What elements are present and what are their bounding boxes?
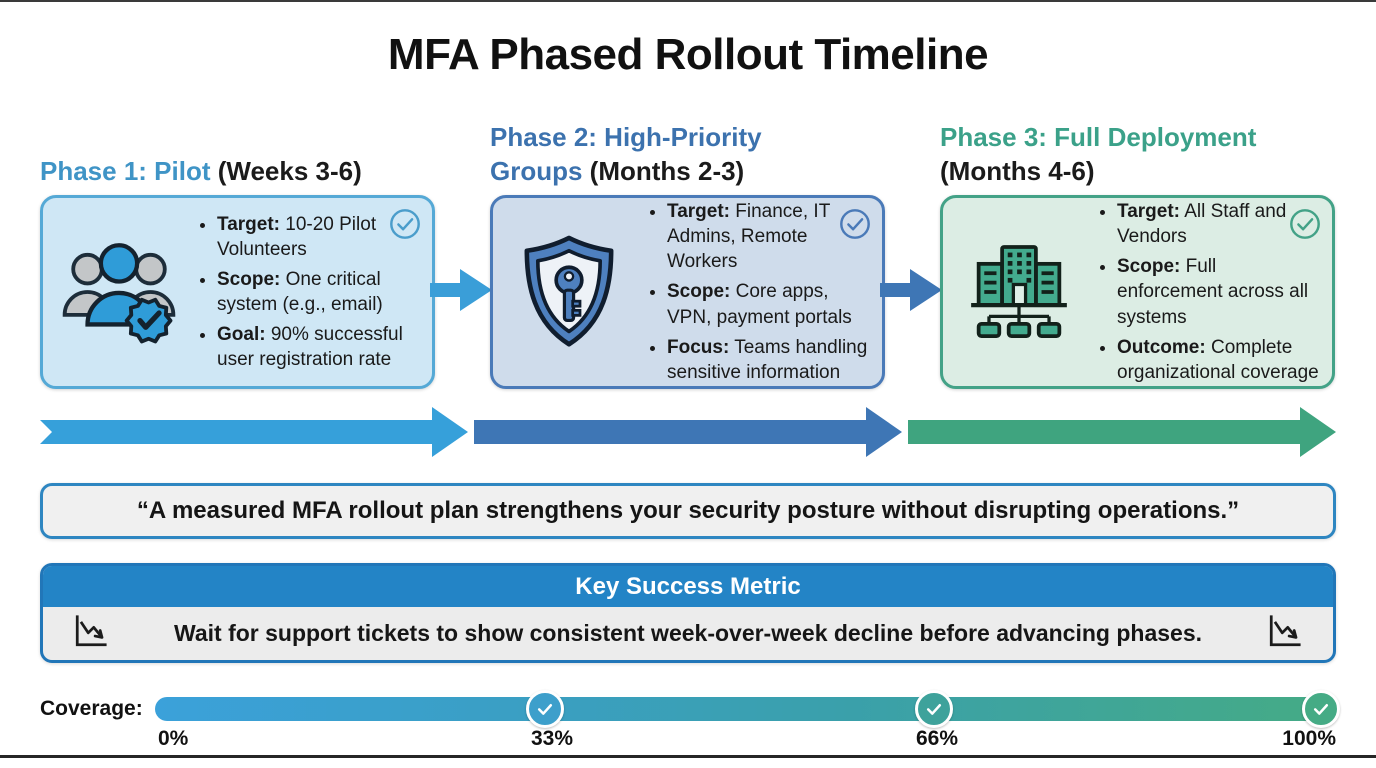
metric-body: Wait for support tickets to show consist… [43, 607, 1333, 660]
phase-1-heading-plain: (Weeks 3-6) [210, 155, 362, 186]
bullet-label: Scope: [217, 268, 281, 290]
bottom-divider [0, 755, 1376, 758]
phase-2-heading-plain: (Months 2-3) [582, 155, 745, 186]
phase-3-heading-colored: Phase 3: Full Deployment [940, 122, 1257, 153]
phase-1-heading-colored: Phase 1: Pilot [40, 155, 211, 186]
bullet-target: Target: Finance, IT Admins, Remote Worke… [667, 199, 870, 274]
timeline-arrow-phase1 [40, 407, 468, 457]
timeline-arrow-phase2 [474, 407, 902, 457]
bullet-target: Target: All Staff and Vendors [1117, 199, 1320, 249]
arrow-phase2-to-phase3 [880, 269, 942, 311]
check-circle-icon [388, 207, 422, 246]
bullet-goal: Goal: 90% successful user registration r… [217, 322, 420, 372]
coverage-tick-0: 0% [158, 727, 189, 750]
phase-1-bullet-list: Target: 10-20 Pilot Volunteers Scope: On… [195, 207, 432, 377]
coverage-tick-33: 33% [530, 727, 574, 750]
organization-buildings-icon [943, 235, 1095, 349]
checkpoint-100-check-icon [1302, 690, 1340, 728]
bullet-scope: Scope: One critical system (e.g., email) [217, 267, 420, 317]
bullet-text: Teams handling sensitive information [667, 336, 868, 383]
bullet-label: Target: [217, 213, 280, 235]
check-circle-icon [1288, 207, 1322, 246]
declining-chart-icon [1263, 609, 1307, 659]
bullet-text: Complete organizational coverage [1117, 336, 1319, 383]
metric-header-text: Key Success Metric [575, 572, 801, 600]
checkpoint-66-check-icon [915, 690, 954, 728]
phase-2-heading: Phase 2: High-Priority Groups (Months 2-… [490, 121, 820, 188]
phase-cards-row: Target: 10-20 Pilot Volunteers Scope: On… [0, 195, 1376, 391]
phase-headings-row: Phase 1: Pilot (Weeks 3-6) Phase 2: High… [0, 100, 1376, 192]
phase-3-heading-plain: (Months 4-6) [940, 155, 1095, 186]
bullet-text: 10-20 Pilot Volunteers [217, 213, 377, 260]
bullet-text: 90% successful user registration rate [217, 324, 403, 371]
phase-3-heading: Phase 3: Full Deployment (Months 4-6) [940, 121, 1285, 188]
phase-1-card: Target: 10-20 Pilot Volunteers Scope: On… [40, 195, 435, 389]
coverage-tick-100: 100% [1282, 727, 1336, 750]
bullet-scope: Scope: Core apps, VPN, payment portals [667, 279, 870, 329]
bullet-label: Target: [667, 201, 730, 223]
bullet-label: Goal: [217, 324, 266, 346]
phase-2-bullet-list: Target: Finance, IT Admins, Remote Worke… [645, 194, 882, 390]
check-circle-icon [838, 207, 872, 246]
phase-3-card: Target: All Staff and Vendors Scope: Ful… [940, 195, 1335, 389]
bullet-scope: Scope: Full enforcement across all syste… [1117, 254, 1320, 329]
page-title: MFA Phased Rollout Timeline [387, 30, 989, 79]
shield-key-icon [493, 232, 645, 352]
bullet-text: One critical system (e.g., email) [217, 268, 383, 315]
coverage-progress-bar [155, 690, 1340, 728]
bullet-target: Target: 10-20 Pilot Volunteers [217, 212, 420, 262]
key-success-metric-panel: Key Success Metric Wait for support tick… [40, 563, 1336, 663]
timeline-arrow-bar [0, 405, 1376, 459]
coverage-tick-66: 66% [915, 727, 959, 750]
bullet-focus: Focus: Teams handling sensitive informat… [667, 335, 870, 385]
bullet-text: Core apps, VPN, payment portals [667, 281, 852, 328]
phase-2-card: Target: Finance, IT Admins, Remote Worke… [490, 195, 885, 389]
bullet-text: Full enforcement across all systems [1117, 256, 1309, 328]
bullet-label: Target: [1117, 201, 1180, 223]
top-divider [0, 0, 1376, 2]
metric-text: Wait for support tickets to show consist… [173, 620, 1202, 646]
bullet-text: Finance, IT Admins, Remote Workers [667, 201, 830, 273]
bullet-text: All Staff and Vendors [1117, 201, 1287, 248]
metric-header: Key Success Metric [43, 566, 1333, 607]
bullet-label: Scope: [667, 281, 731, 303]
bullet-label: Outcome: [1117, 336, 1206, 358]
phase-3-bullet-list: Target: All Staff and Vendors Scope: Ful… [1095, 194, 1332, 390]
bullet-label: Focus: [667, 336, 730, 358]
bullet-outcome: Outcome: Complete organizational coverag… [1117, 335, 1320, 385]
timeline-arrow-phase3 [908, 407, 1336, 457]
quote-text: “A measured MFA rollout plan strengthens… [136, 497, 1240, 524]
quote-banner: “A measured MFA rollout plan strengthens… [40, 483, 1336, 539]
phase-2-heading-colored: Phase 2: High-Priority Groups [490, 122, 762, 186]
coverage-label: Coverage: [40, 697, 143, 720]
bullet-label: Scope: [1117, 256, 1181, 278]
phase-1-heading: Phase 1: Pilot (Weeks 3-6) [40, 155, 435, 188]
team-verified-icon [43, 234, 195, 350]
declining-chart-icon [69, 609, 113, 659]
arrow-phase1-to-phase2 [430, 269, 492, 311]
checkpoint-33-check-icon [525, 690, 564, 728]
